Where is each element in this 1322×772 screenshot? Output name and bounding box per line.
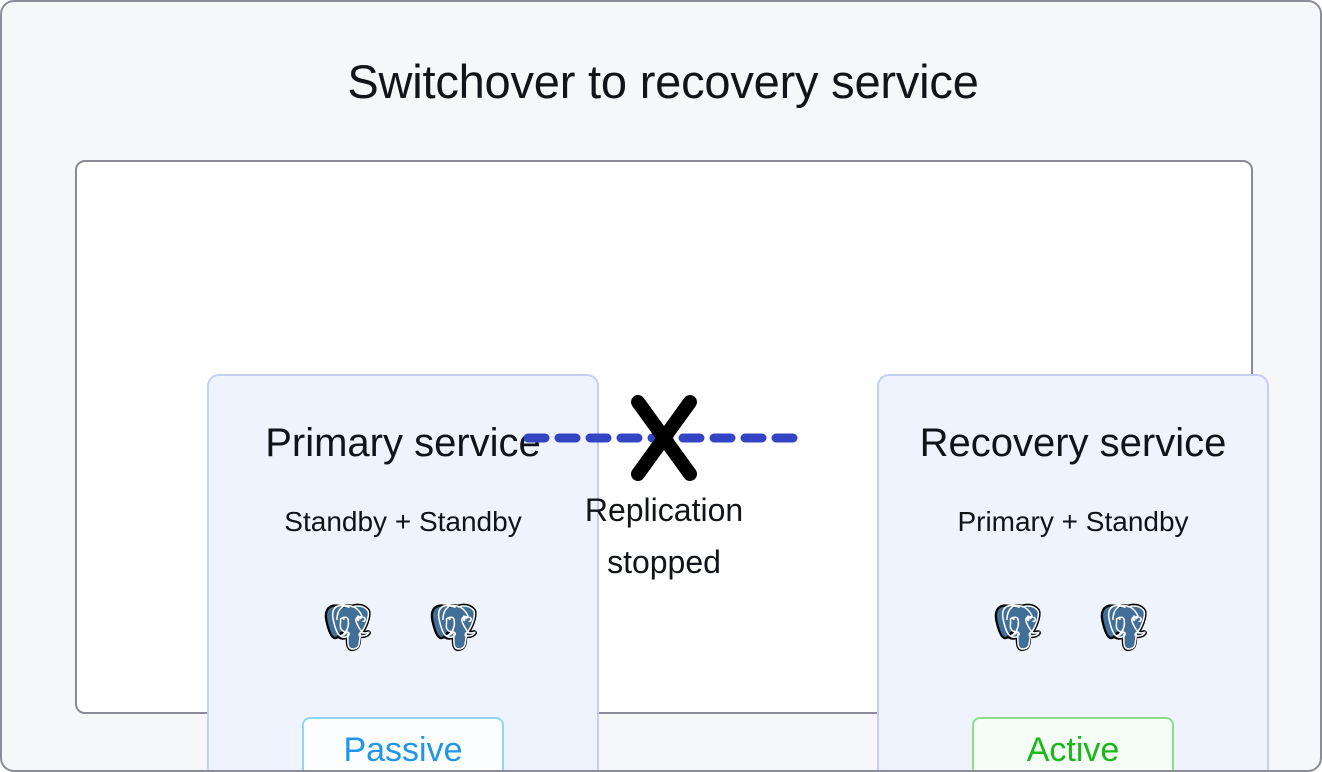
panel-title-recovery: Recovery service <box>919 421 1227 465</box>
postgresql-elephant-icon <box>994 603 1041 652</box>
postgresql-elephant-icon <box>1100 603 1147 652</box>
node-row-primary <box>209 588 597 654</box>
panel-title-primary: Primary service <box>265 421 541 465</box>
node-row-recovery <box>879 588 1267 654</box>
replication-caption: Replication stopped <box>494 484 834 588</box>
diagram-canvas: Primary service Standby + Standby <box>75 160 1269 770</box>
status-badge-active[interactable]: Active <box>972 717 1174 770</box>
replication-connector <box>524 395 804 481</box>
service-panel-recovery[interactable]: Recovery service Primary + Standby <box>877 374 1269 770</box>
replication-caption-line1: Replication <box>584 492 744 528</box>
status-badge-passive[interactable]: Passive <box>302 717 504 770</box>
postgresql-elephant-icon <box>324 603 371 652</box>
panel-subtitle-primary: Standby + Standby <box>284 506 522 537</box>
replication-caption-line2: stopped <box>607 544 721 580</box>
panel-subtitle-recovery: Primary + Standby <box>957 506 1189 537</box>
x-cross-icon <box>631 395 697 481</box>
postgresql-elephant-icon <box>430 603 477 652</box>
page-title: Switchover to recovery service <box>347 55 979 108</box>
